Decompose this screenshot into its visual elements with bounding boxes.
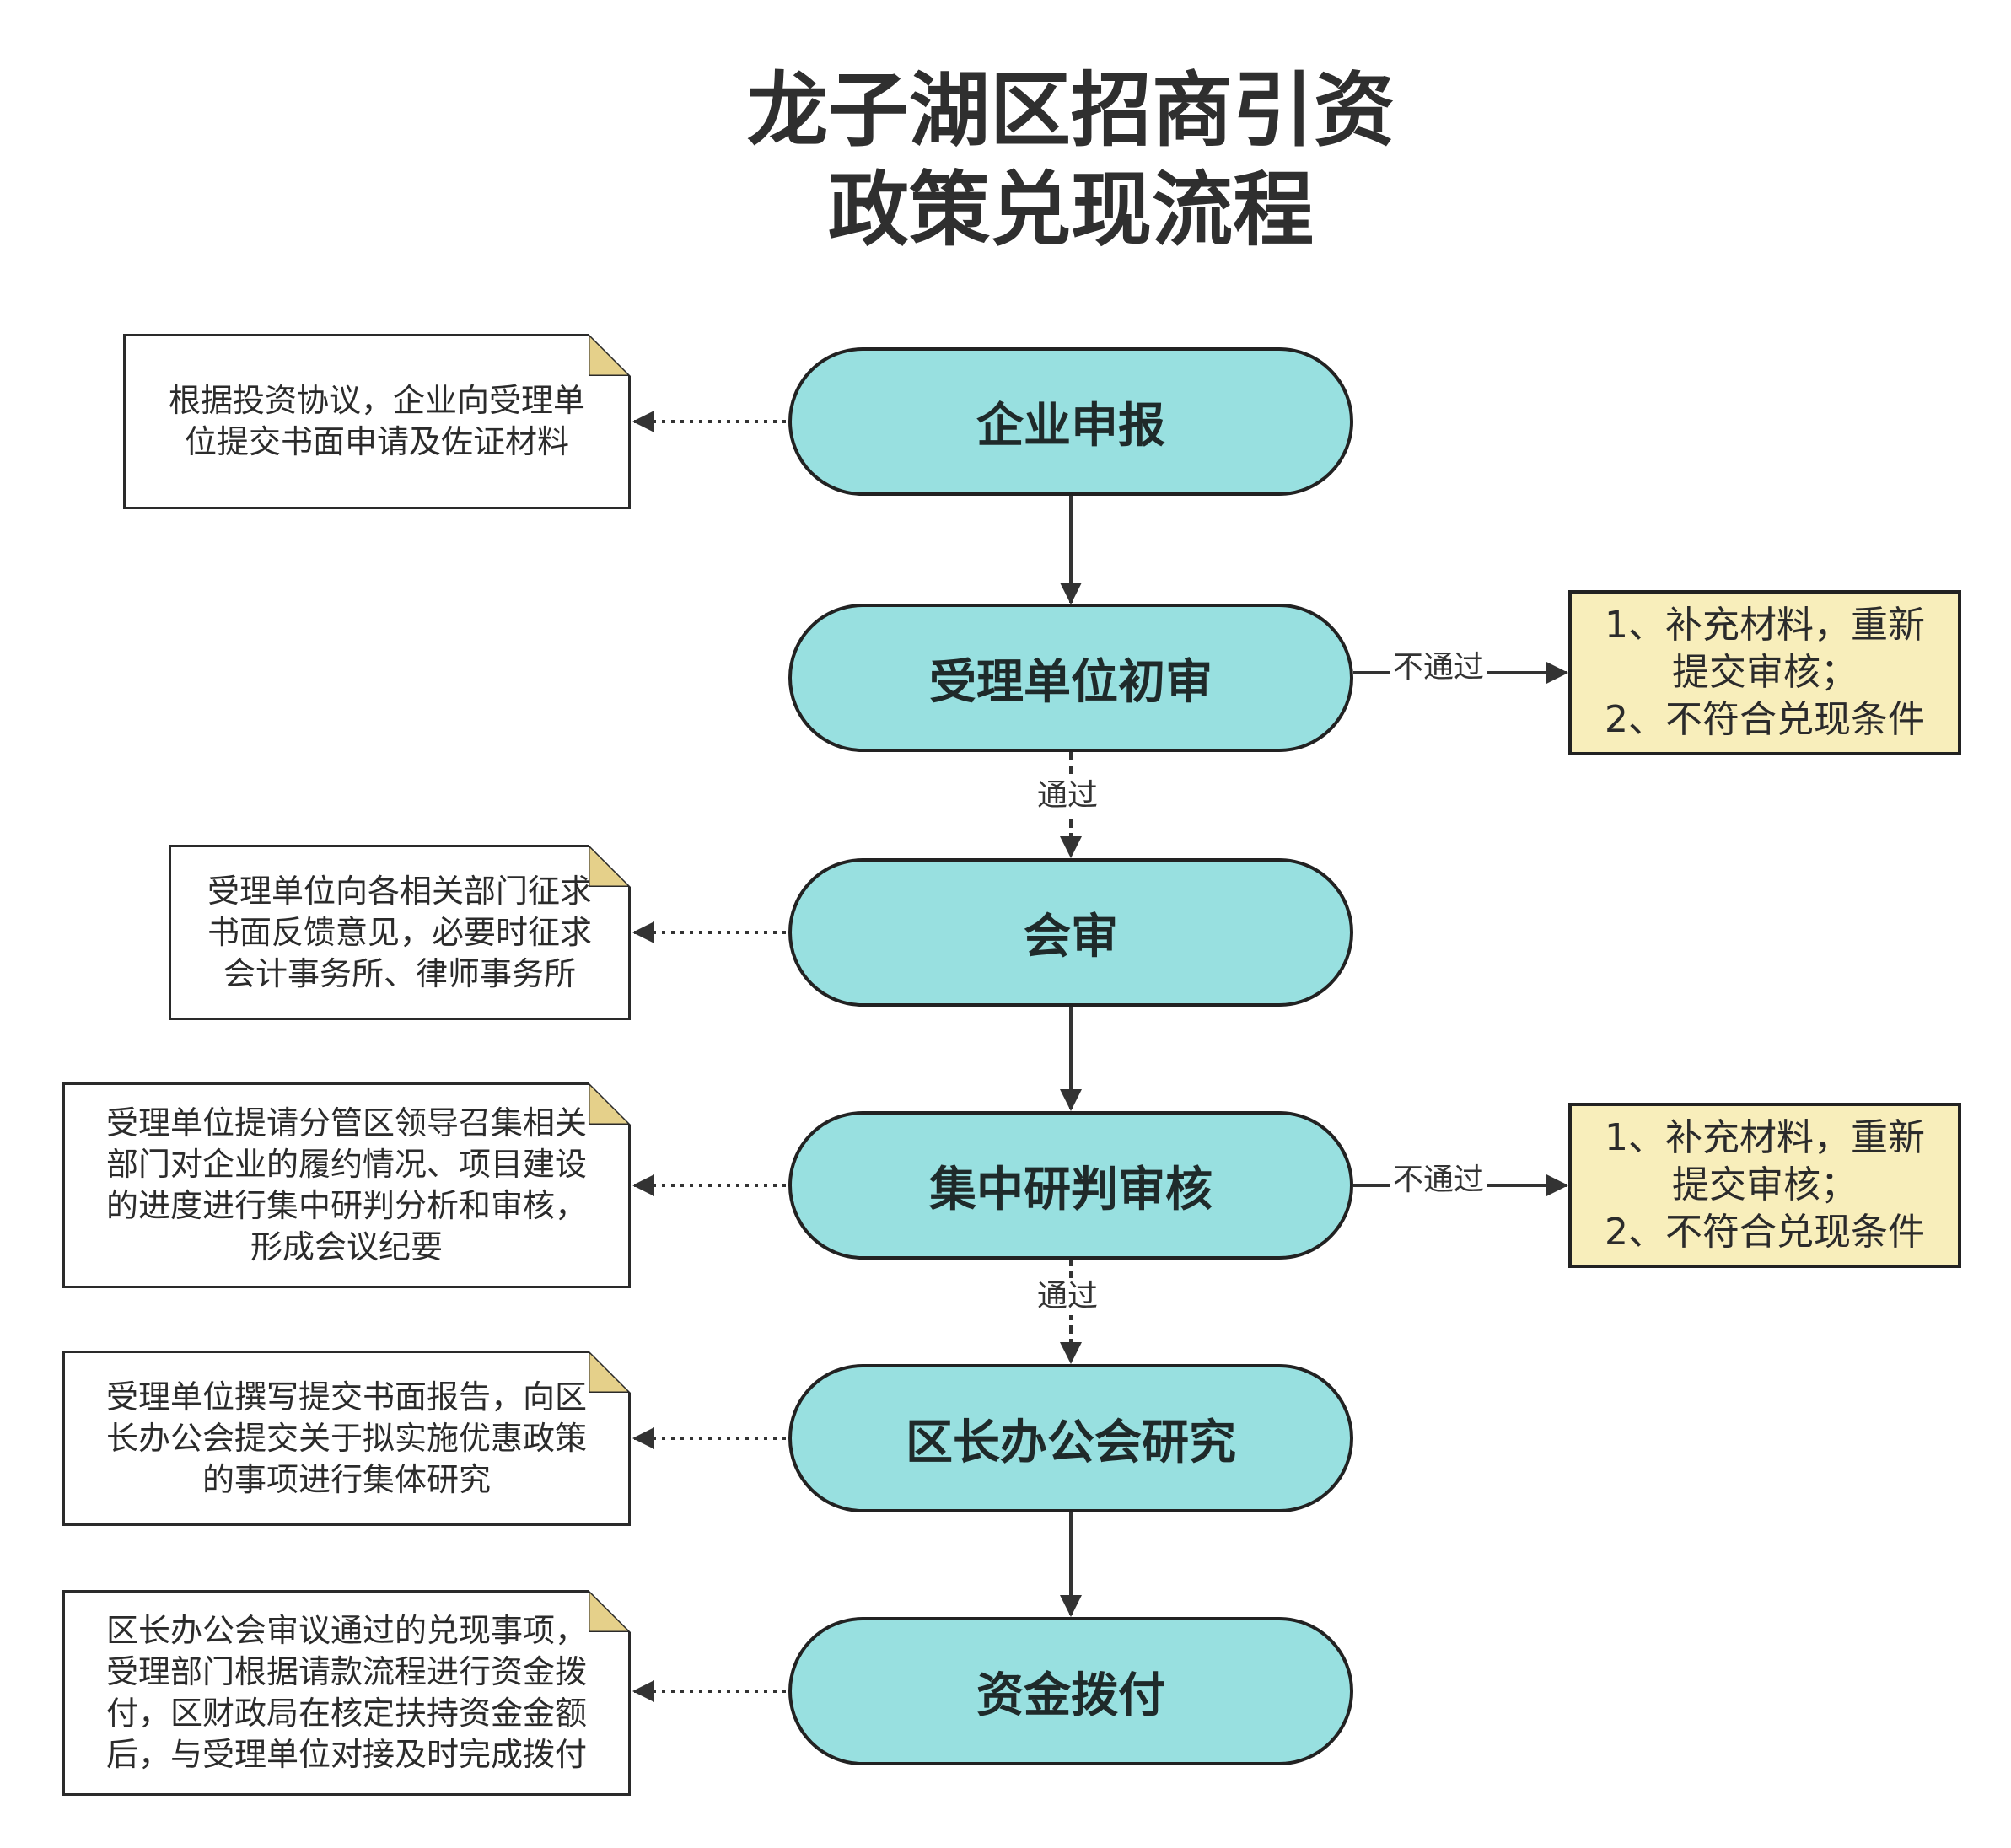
page-title: 龙子湖区招商引资 政策兑现流程 [590, 61, 1551, 260]
note-line: 区长办公会审议通过的兑现事项， [105, 1612, 587, 1649]
note-fold-icon [589, 845, 631, 887]
edge-label-pass: 通过 [1034, 777, 1102, 814]
note-card: 区长办公会审议通过的兑现事项， 受理部门根据请款流程进行资金拨 付，区财政局在核… [62, 1590, 631, 1796]
note-line: 根据投资协议，企业向受理单 [168, 382, 585, 419]
title-line-1: 龙子湖区招商引资 [747, 63, 1395, 158]
result-line: 提交审核； [1672, 1163, 1858, 1206]
note-line: 的事项进行集体研究 [202, 1460, 491, 1498]
title-line-2: 政策兑现流程 [828, 163, 1314, 257]
step-centralized-assessment: 集中研判审核 [788, 1111, 1353, 1260]
fail-result-box: 1、补充材料，重新 提交审核； 2、不符合兑现条件 [1568, 1103, 1961, 1268]
note-line: 会计事务所、律师事务所 [223, 954, 576, 992]
note-card: 根据投资协议，企业向受理单 位提交书面申请及佐证材料 [123, 334, 631, 509]
note-card: 受理单位撰写提交书面报告，向区 长办公会提交关于拟实施优惠政策 的事项进行集体研… [62, 1351, 631, 1526]
note-line: 后，与受理单位对接及时完成拨付 [105, 1736, 587, 1773]
note-fold-icon [589, 1082, 631, 1125]
note-line: 长办公会提交关于拟实施优惠政策 [105, 1419, 587, 1457]
note-fold-icon [589, 1351, 631, 1393]
result-line: 2、不符合兑现条件 [1605, 1211, 1925, 1254]
note-line: 付，区财政局在核定扶持资金金额 [105, 1695, 587, 1732]
note-line: 受理单位提请分管区领导召集相关 [105, 1104, 587, 1142]
fail-result-box: 1、补充材料，重新 提交审核； 2、不符合兑现条件 [1568, 590, 1961, 755]
note-fold-icon [589, 334, 631, 376]
note-line: 受理部门根据请款流程进行资金拨 [105, 1653, 587, 1690]
note-line: 位提交书面申请及佐证材料 [184, 423, 569, 460]
note-line: 部门对企业的履约情况、项目建设 [105, 1146, 587, 1183]
note-card: 受理单位向各相关部门征求 书面反馈意见，必要时征求 会计事务所、律师事务所 [169, 845, 631, 1020]
edge-label-pass: 通过 [1034, 1278, 1102, 1315]
note-line: 的进度进行集中研判分析和审核， [105, 1187, 587, 1224]
edge-label-fail: 不通过 [1390, 649, 1488, 686]
result-line: 2、不符合兑现条件 [1605, 698, 1925, 741]
step-initial-review: 受理单位初审 [788, 604, 1353, 752]
note-line: 受理单位撰写提交书面报告，向区 [105, 1378, 587, 1416]
result-line: 1、补充材料，重新 [1605, 1116, 1925, 1159]
step-joint-review: 会审 [788, 858, 1353, 1007]
note-fold-icon [589, 1590, 631, 1632]
step-fund-allocation: 资金拨付 [788, 1617, 1353, 1765]
note-line: 形成会议纪要 [250, 1228, 443, 1265]
note-line: 受理单位向各相关部门征求 [207, 872, 592, 910]
result-line: 1、补充材料，重新 [1605, 604, 1925, 647]
result-line: 提交审核； [1672, 651, 1858, 694]
note-card: 受理单位提请分管区领导召集相关 部门对企业的履约情况、项目建设 的进度进行集中研… [62, 1082, 631, 1288]
edge-label-fail: 不通过 [1390, 1162, 1488, 1199]
step-enterprise-apply: 企业申报 [788, 347, 1353, 496]
note-line: 书面反馈意见，必要时征求 [207, 913, 592, 951]
step-district-meeting: 区长办公会研究 [788, 1364, 1353, 1512]
